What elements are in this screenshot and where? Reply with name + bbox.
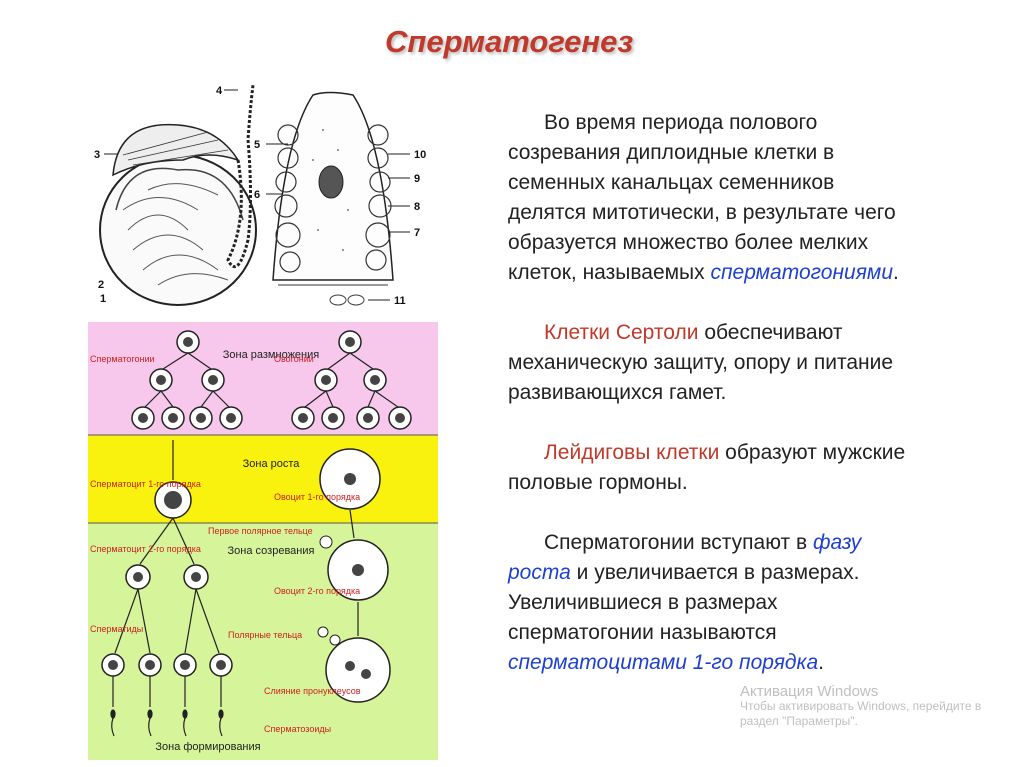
p3-text: образуют мужские половые гормоны.: [508, 441, 906, 494]
zone-label-growth: Зона роста: [243, 458, 301, 470]
p4-text-b: и увеличивается в размерах. Увеличившиес…: [508, 561, 860, 644]
anat-num-10: 10: [414, 149, 426, 161]
anat-num-7: 7: [414, 227, 420, 239]
p4-end: .: [818, 651, 824, 674]
label-oocyte2: Овоцит 2-го порядка: [274, 586, 360, 596]
anat-num-3: 3: [94, 149, 100, 161]
anat-num-2: 2: [98, 279, 104, 291]
label-spermatocyte2: Сперматоцит 2-го порядка: [90, 544, 201, 554]
gametogenesis-diagram: Зона размножения Зона роста Зона созрева…: [88, 322, 438, 760]
label-spermatocyte1: Сперматоцит 1-го порядка: [90, 479, 201, 489]
paragraph-3: Лейдиговы клетки образуют мужские половы…: [508, 438, 908, 498]
text-panel: Во время периода полового созревания дип…: [508, 108, 908, 708]
p4-term-growth-phase: фазу роста: [508, 531, 862, 584]
p4-term-spermatocytes: сперматоцитами 1-го порядка: [508, 651, 819, 674]
watermark-line2: раздел "Параметры".: [740, 714, 858, 728]
anat-num-11: 11: [394, 295, 406, 307]
windows-activation-watermark: Активация Windows Чтобы активировать Win…: [740, 684, 1010, 729]
label-first-polar-body: Первое полярное тельце: [208, 526, 313, 536]
p1-end: .: [893, 261, 899, 284]
label-spermatozoa: Сперматозоиды: [264, 724, 331, 734]
zone-label-maturation: Зона созревания: [228, 545, 315, 557]
p4-text-a: Сперматогонии вступают в: [544, 531, 813, 554]
paragraph-1: Во время периода полового созревания дип…: [508, 108, 908, 288]
paragraph-4: Сперматогонии вступают в фазу роста и ув…: [508, 528, 908, 678]
p2-text: обеспечивают механическую защиту, опору …: [508, 321, 894, 404]
anat-num-4: 4: [216, 85, 223, 97]
p2-term-sertoli: Клетки Сертоли: [544, 321, 699, 344]
p1-term-spermatogonia: сперматогониями: [710, 261, 894, 284]
zone-label-reproduction: Зона размножения: [223, 349, 319, 361]
label-fusion: Слияние пронуклеусов: [264, 686, 361, 696]
p3-term-leydig: Лейдиговы клетки: [544, 441, 720, 464]
anat-num-6: 6: [254, 189, 260, 201]
label-spermatids: Сперматиды: [90, 624, 143, 634]
watermark-title: Активация Windows: [740, 683, 879, 700]
zone-label-formation: Зона формирования: [155, 741, 260, 753]
anat-num-9: 9: [414, 173, 420, 185]
label-oocyte1: Овоцит 1-го порядка: [274, 492, 360, 502]
paragraph-2: Клетки Сертоли обеспечивают механическую…: [508, 318, 908, 408]
label-oogonia: Овогонии: [274, 354, 314, 364]
slide-title: Сперматогенез: [385, 24, 634, 59]
label-polar-bodies: Полярные тельца: [228, 630, 302, 640]
anat-num-1: 1: [100, 293, 106, 305]
watermark-line1: Чтобы активировать Windows, перейдите в: [740, 699, 982, 713]
anat-num-5: 5: [254, 139, 260, 151]
testis-illustration: 4 3 5 6 2 1 10 9 8 7 11: [94, 84, 426, 307]
label-spermatogonia: Сперматогонии: [90, 354, 155, 364]
anat-num-8: 8: [414, 201, 420, 213]
p1-text: Во время периода полового созревания дип…: [508, 111, 896, 284]
